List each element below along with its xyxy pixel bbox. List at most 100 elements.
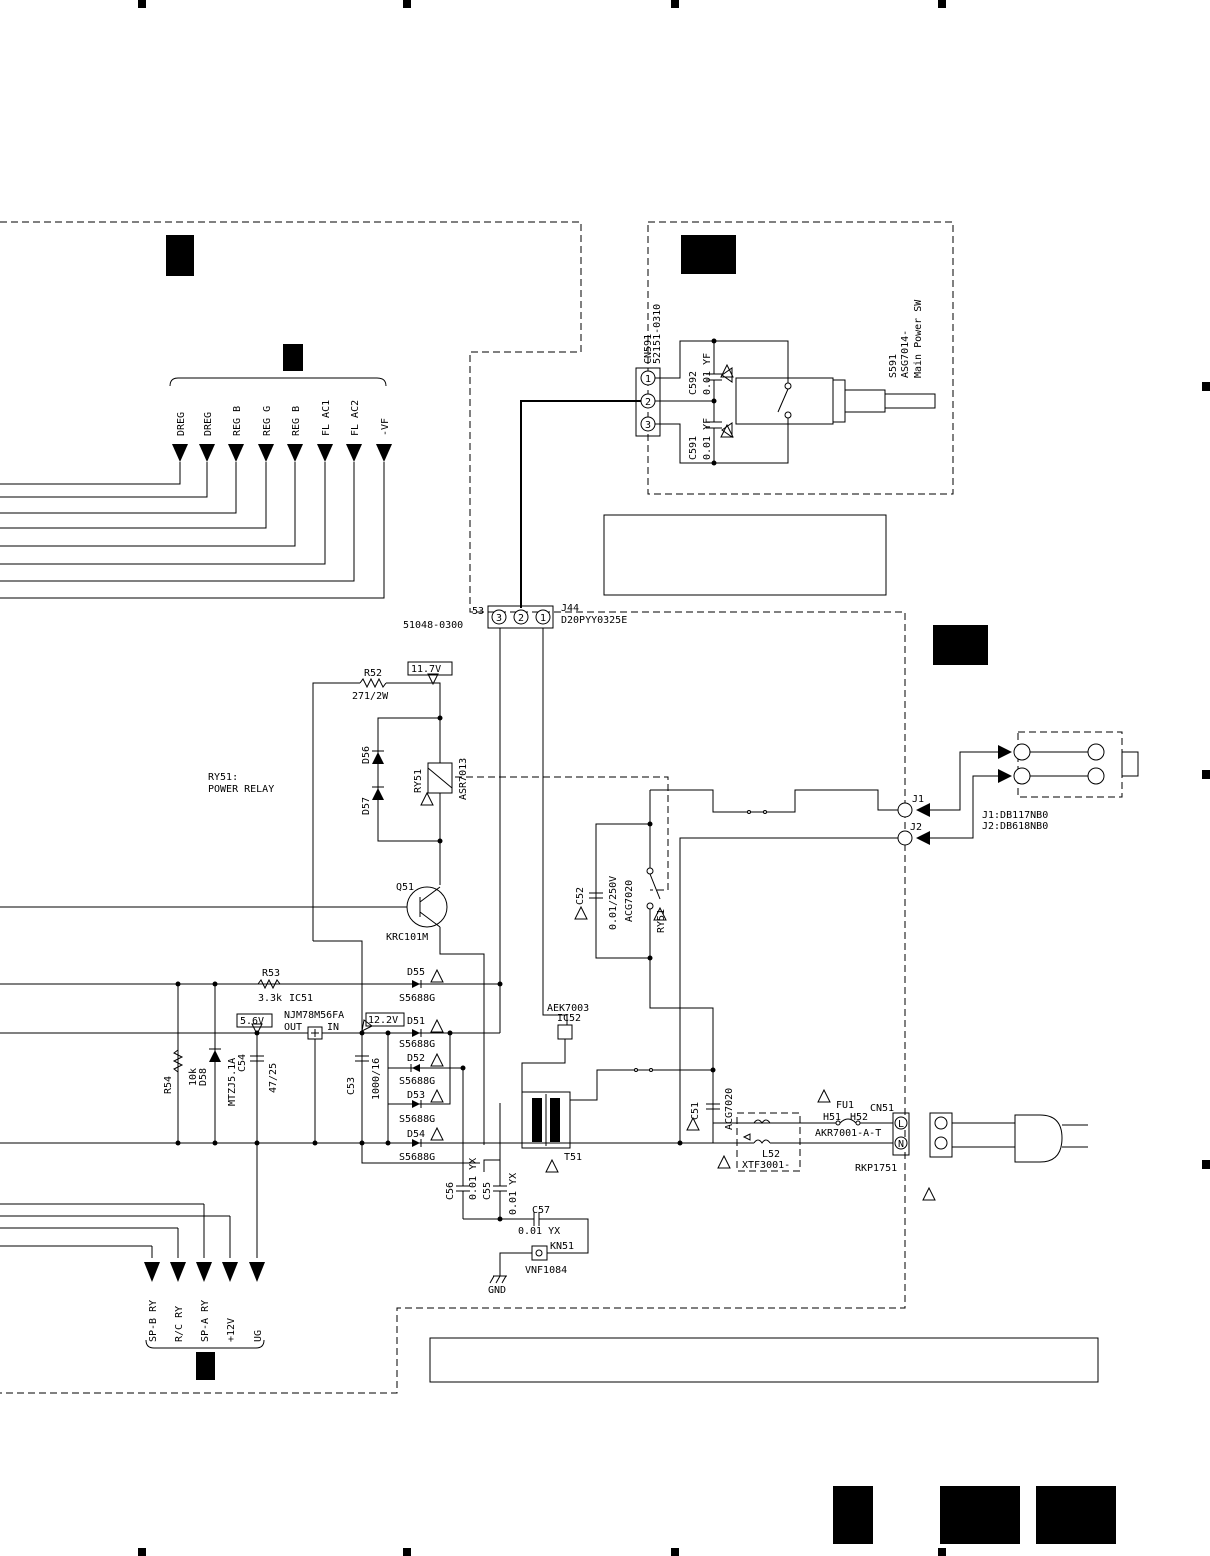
v117-label: 11.7V [411, 664, 441, 675]
cn591-part: 52151-0310 [652, 304, 663, 364]
c592-value: 0.01 YF [702, 353, 713, 395]
j2-part: J2:DB618NB0 [982, 821, 1048, 832]
ic52-part: AEK7003 [547, 1003, 589, 1014]
c591-ref: C591 [688, 436, 699, 460]
j44-left-part: 51048-0300 [403, 620, 463, 631]
cn591-pin-2: 2 [645, 397, 651, 408]
top-connector-label: REG G [262, 406, 273, 436]
l52-ref: L52 [762, 1149, 780, 1160]
connector-arrow [258, 444, 274, 462]
j1-ref: J1 [912, 794, 924, 805]
connector-wire [0, 462, 237, 514]
connector-arrow [170, 1262, 186, 1282]
board-outlines [0, 221, 1123, 1394]
regulator-section: R53 3.3k IC51 NJM78M56FA OUT IN 5.6V 12.… [163, 968, 500, 1143]
connector-arrow [346, 444, 362, 462]
kn51-part: VNF1084 [525, 1265, 567, 1276]
v56-label: 5.6V [240, 1016, 264, 1027]
j44-part: D20PYY0325E [561, 615, 627, 626]
bottom-connector-label: R/C RY [174, 1306, 185, 1342]
c54-ref: C54 [237, 1054, 248, 1072]
fu1-part: AKR7001-A-T [815, 1128, 881, 1139]
top-connector-label: REG B [232, 406, 243, 436]
connector-arrow [144, 1262, 160, 1282]
caution-triangles [420, 363, 936, 1201]
cn591-ref: CN591 [643, 334, 654, 364]
t51-ref: T51 [564, 1152, 582, 1163]
d57-ref: D57 [361, 797, 372, 815]
connector-wire [0, 462, 181, 485]
j2-ref: J2 [910, 822, 922, 833]
ic51-ref: IC51 [289, 993, 313, 1004]
ic52-ref: IC52 [557, 1013, 581, 1024]
bottom-connector-label: UG [253, 1330, 264, 1342]
h52-ref: H52 [850, 1112, 868, 1123]
connector-arrow [222, 1262, 238, 1282]
c51-part: ACG7020 [724, 1088, 735, 1130]
section-markers [166, 235, 1116, 1544]
connector-wire [0, 462, 296, 547]
c52-value: 0.01/250V [608, 876, 619, 930]
ry51-contact-ref: RY51 [656, 909, 667, 933]
note-box-top [603, 514, 887, 596]
cn51-pin-n: N [898, 1139, 904, 1150]
s591-ref: S591 [888, 354, 899, 378]
mtz-part: MTZJ5.1A [227, 1058, 238, 1106]
connector-wire [0, 462, 267, 529]
q51-ref: Q51 [396, 882, 414, 893]
j44-connector: 3 2 1 53 51048-0300 J44 D20PYY0325E [403, 603, 627, 631]
caution-icon [430, 1018, 444, 1033]
rectifier-section: D55 S5688G D51 S5688G D52 S5688G D53 S56… [362, 628, 600, 1163]
c52-ref: C52 [575, 887, 586, 905]
d51-part: S5688G [399, 1039, 435, 1050]
d56-ref: D56 [361, 746, 372, 764]
top-connector-label: -VF [380, 418, 391, 436]
top-connector-label: DREG [176, 412, 187, 436]
j1-part: J1:DB117NB0 [982, 810, 1048, 821]
top-connector-label: DREG [203, 412, 214, 436]
c591-value: 0.01 YF [702, 418, 713, 460]
c54-value: 47/25 [268, 1063, 279, 1093]
q51-part: KRC101M [386, 932, 428, 943]
caution-icon [817, 1088, 831, 1103]
connector-arrow [172, 444, 188, 462]
c56-value: 0.01 YX [468, 1158, 479, 1200]
j44-ref: J44 [561, 603, 579, 614]
c592-ref: C592 [688, 371, 699, 395]
ry51-part: ASR7013 [458, 758, 469, 800]
s591-part: ASG7014- [900, 330, 911, 378]
r52-ref: R52 [364, 668, 382, 679]
jack-section: J1 J2 J1:DB117NB0 J2:DB618NB0 [897, 743, 1139, 846]
bottom-connector-label: SP-A RY [200, 1300, 211, 1342]
connector-wire [0, 462, 385, 599]
registration-marks [138, 0, 1210, 1556]
v122-label: 12.2V [368, 1015, 398, 1026]
connector-arrow [376, 444, 392, 462]
c55-value: 0.01 YX [508, 1173, 519, 1215]
connector-wire [0, 462, 208, 498]
caution-icon [720, 363, 734, 378]
connector-arrow [228, 444, 244, 462]
c53-ref: C53 [346, 1077, 357, 1095]
d54-ref: D54 [407, 1129, 425, 1140]
cn591-pin-1: 1 [645, 374, 651, 385]
switch-cable [520, 400, 641, 608]
main-power-switch-section: 1 2 3 CN591 52151-0310 C592 0.01 YF C591… [635, 299, 936, 466]
caution-icon [545, 1158, 559, 1173]
ic51-in: IN [327, 1022, 339, 1033]
ac-inlet-section: L N CN51 RKP1751 [855, 1103, 1088, 1174]
connector-wire [0, 462, 355, 582]
top-connector-label: FL AC1 [321, 400, 332, 436]
top-connector-label: REG B [291, 406, 302, 436]
d54-part: S5688G [399, 1152, 435, 1163]
j44-pin-1: 1 [540, 613, 546, 624]
d53-part: S5688G [399, 1114, 435, 1125]
caution-icon [430, 1088, 444, 1103]
cn51-part: RKP1751 [855, 1163, 897, 1174]
s591-desc: Main Power SW [913, 299, 924, 378]
ry51-ref: RY51 [413, 769, 424, 793]
c51-ref: C51 [690, 1102, 701, 1120]
d58-ref: D58 [198, 1068, 209, 1086]
cn51-pin-l: L [898, 1119, 904, 1130]
